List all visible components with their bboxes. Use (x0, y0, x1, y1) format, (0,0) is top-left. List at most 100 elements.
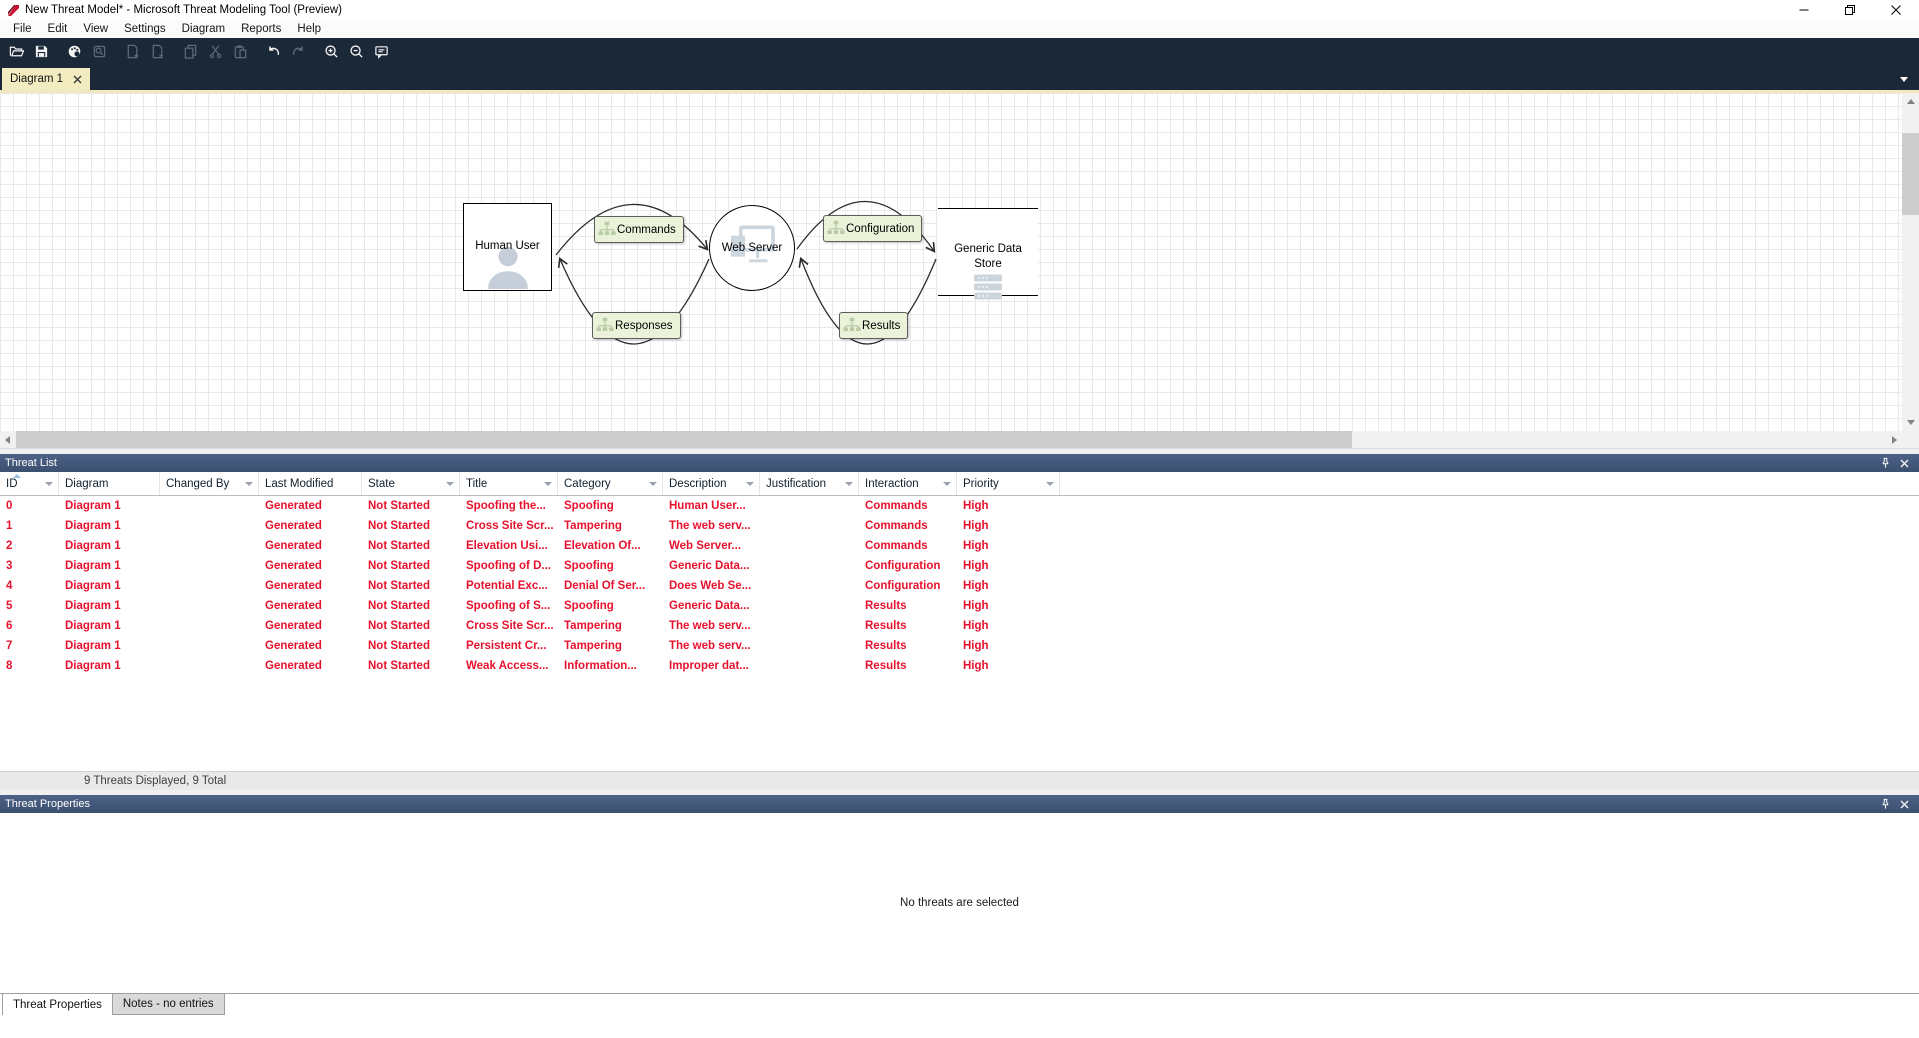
threat-table-body: 0 Diagram 1 Generated Not Started Spoofi… (0, 496, 1919, 676)
cell-category: Spoofing (564, 560, 614, 572)
cell-description: Does Web Se... (669, 580, 752, 592)
menu-item[interactable]: View (83, 23, 109, 35)
scroll-up-icon[interactable] (1907, 99, 1915, 104)
undo-button[interactable] (262, 40, 285, 63)
scroll-left-icon[interactable] (5, 436, 10, 444)
threat-row[interactable]: 1 Diagram 1 Generated Not Started Cross … (0, 516, 1919, 536)
column-header[interactable]: ID (0, 472, 59, 495)
column-header[interactable]: Description (663, 472, 760, 495)
flow-label-results[interactable]: Results (839, 312, 909, 339)
threat-count-status: 9 Threats Displayed, 9 Total (84, 775, 227, 787)
threat-row[interactable]: 4 Diagram 1 Generated Not Started Potent… (0, 576, 1919, 596)
feedback-button[interactable] (370, 40, 393, 63)
vertical-scroll-thumb[interactable] (1902, 133, 1919, 215)
save-icon (35, 45, 48, 57)
cell-state: Not Started (368, 600, 430, 612)
node-human-user[interactable]: Human User (463, 203, 552, 291)
threat-row[interactable]: 6 Diagram 1 Generated Not Started Cross … (0, 616, 1919, 636)
tab-close-icon[interactable] (73, 75, 82, 84)
zoom-in-icon (325, 44, 338, 58)
flow-label-commands[interactable]: Commands (594, 216, 684, 243)
threat-row[interactable]: 0 Diagram 1 Generated Not Started Spoofi… (0, 496, 1919, 516)
column-header[interactable]: Justification (760, 472, 859, 495)
cell-title: Cross Site Scr... (466, 620, 554, 632)
filter-dropdown-icon[interactable] (544, 481, 552, 486)
diagram-canvas[interactable]: Human User Web Server Generic Data Store (0, 90, 1919, 448)
tab-diagram-1[interactable]: Diagram 1 (2, 68, 91, 90)
cell-description: Web Server... (669, 540, 742, 552)
database-icon (974, 274, 1002, 300)
horizontal-scroll-thumb[interactable] (16, 431, 1352, 448)
menu-item[interactable]: Help (297, 23, 322, 35)
restore-button[interactable] (1827, 0, 1873, 20)
threat-row[interactable]: 7 Diagram 1 Generated Not Started Persis… (0, 636, 1919, 656)
panel-splitter[interactable] (0, 448, 1919, 454)
minimize-button[interactable] (1781, 0, 1827, 20)
flow-label-text: Commands (617, 223, 676, 236)
filter-dropdown-icon[interactable] (943, 481, 951, 486)
cell-diagram: Diagram 1 (65, 560, 121, 572)
filter-dropdown-icon[interactable] (649, 481, 657, 486)
flow-label-responses[interactable]: Responses (592, 312, 681, 339)
cell-last-modified: Generated (265, 580, 322, 592)
filter-dropdown-icon[interactable] (845, 481, 853, 486)
cell-description: Generic Data... (669, 560, 750, 572)
menu-item[interactable]: Diagram (181, 23, 226, 35)
node-web-server[interactable]: Web Server (709, 205, 795, 291)
dataflow-arcs (555, 200, 937, 345)
menu-item[interactable]: Reports (241, 23, 282, 35)
cell-id: 3 (6, 560, 13, 572)
scroll-right-icon[interactable] (1892, 436, 1897, 444)
threat-row[interactable]: 5 Diagram 1 Generated Not Started Spoofi… (0, 596, 1919, 616)
menu-item[interactable]: Edit (47, 23, 68, 35)
threat-row[interactable]: 3 Diagram 1 Generated Not Started Spoofi… (0, 556, 1919, 576)
filter-dropdown-icon[interactable] (245, 481, 253, 486)
cell-priority: High (963, 600, 989, 612)
tab-threat-properties[interactable]: Threat Properties (2, 994, 113, 1015)
column-header[interactable]: Title (460, 472, 558, 495)
tab-list-dropdown-icon[interactable] (1900, 77, 1908, 82)
canvas-horizontal-scrollbar[interactable] (0, 431, 1902, 448)
pin-icon[interactable] (1880, 457, 1891, 469)
report-button[interactable] (63, 40, 86, 63)
filter-dropdown-icon[interactable] (1046, 481, 1054, 486)
menu-item[interactable]: Settings (124, 23, 166, 35)
column-header[interactable]: Diagram (59, 472, 160, 495)
column-label: Changed By (166, 477, 230, 490)
filter-dropdown-icon[interactable] (446, 481, 454, 486)
column-header[interactable]: Changed By (160, 472, 259, 495)
cell-category: Tampering (564, 620, 622, 632)
column-header[interactable]: Last Modified (259, 472, 362, 495)
cell-interaction: Commands (865, 540, 928, 552)
cell-title: Potential Exc... (466, 580, 548, 592)
panel-splitter[interactable] (0, 790, 1919, 795)
menu-item[interactable]: File (13, 23, 32, 35)
zoom-in-button[interactable] (320, 40, 343, 63)
zoom-out-button[interactable] (345, 40, 368, 63)
open-icon (9, 46, 24, 56)
cut-button (204, 40, 227, 63)
threat-row[interactable]: 2 Diagram 1 Generated Not Started Elevat… (0, 536, 1919, 556)
column-header[interactable]: Category (558, 472, 663, 495)
column-header[interactable]: State (362, 472, 460, 495)
close-window-button[interactable] (1873, 0, 1919, 20)
scroll-down-icon[interactable] (1907, 420, 1915, 425)
pin-icon[interactable] (1880, 798, 1891, 810)
filter-dropdown-icon[interactable] (45, 481, 53, 486)
save-button[interactable] (30, 40, 53, 63)
cell-diagram: Diagram 1 (65, 500, 121, 512)
dataflow-icon (596, 317, 614, 331)
open-button[interactable] (5, 40, 28, 63)
node-generic-data-store[interactable]: Generic Data Store (938, 208, 1038, 300)
feedback-icon (375, 45, 388, 59)
tab-notes[interactable]: Notes - no entries (112, 994, 225, 1015)
column-header[interactable]: Priority (957, 472, 1060, 495)
column-header[interactable]: Interaction (859, 472, 957, 495)
close-icon[interactable] (1900, 459, 1909, 468)
flow-label-configuration[interactable]: Configuration (823, 215, 923, 242)
filter-dropdown-icon[interactable] (746, 481, 754, 486)
close-icon[interactable] (1900, 800, 1909, 809)
canvas-vertical-scrollbar[interactable] (1902, 93, 1919, 431)
scrollbar-corner (1902, 431, 1919, 448)
threat-row[interactable]: 8 Diagram 1 Generated Not Started Weak A… (0, 656, 1919, 676)
